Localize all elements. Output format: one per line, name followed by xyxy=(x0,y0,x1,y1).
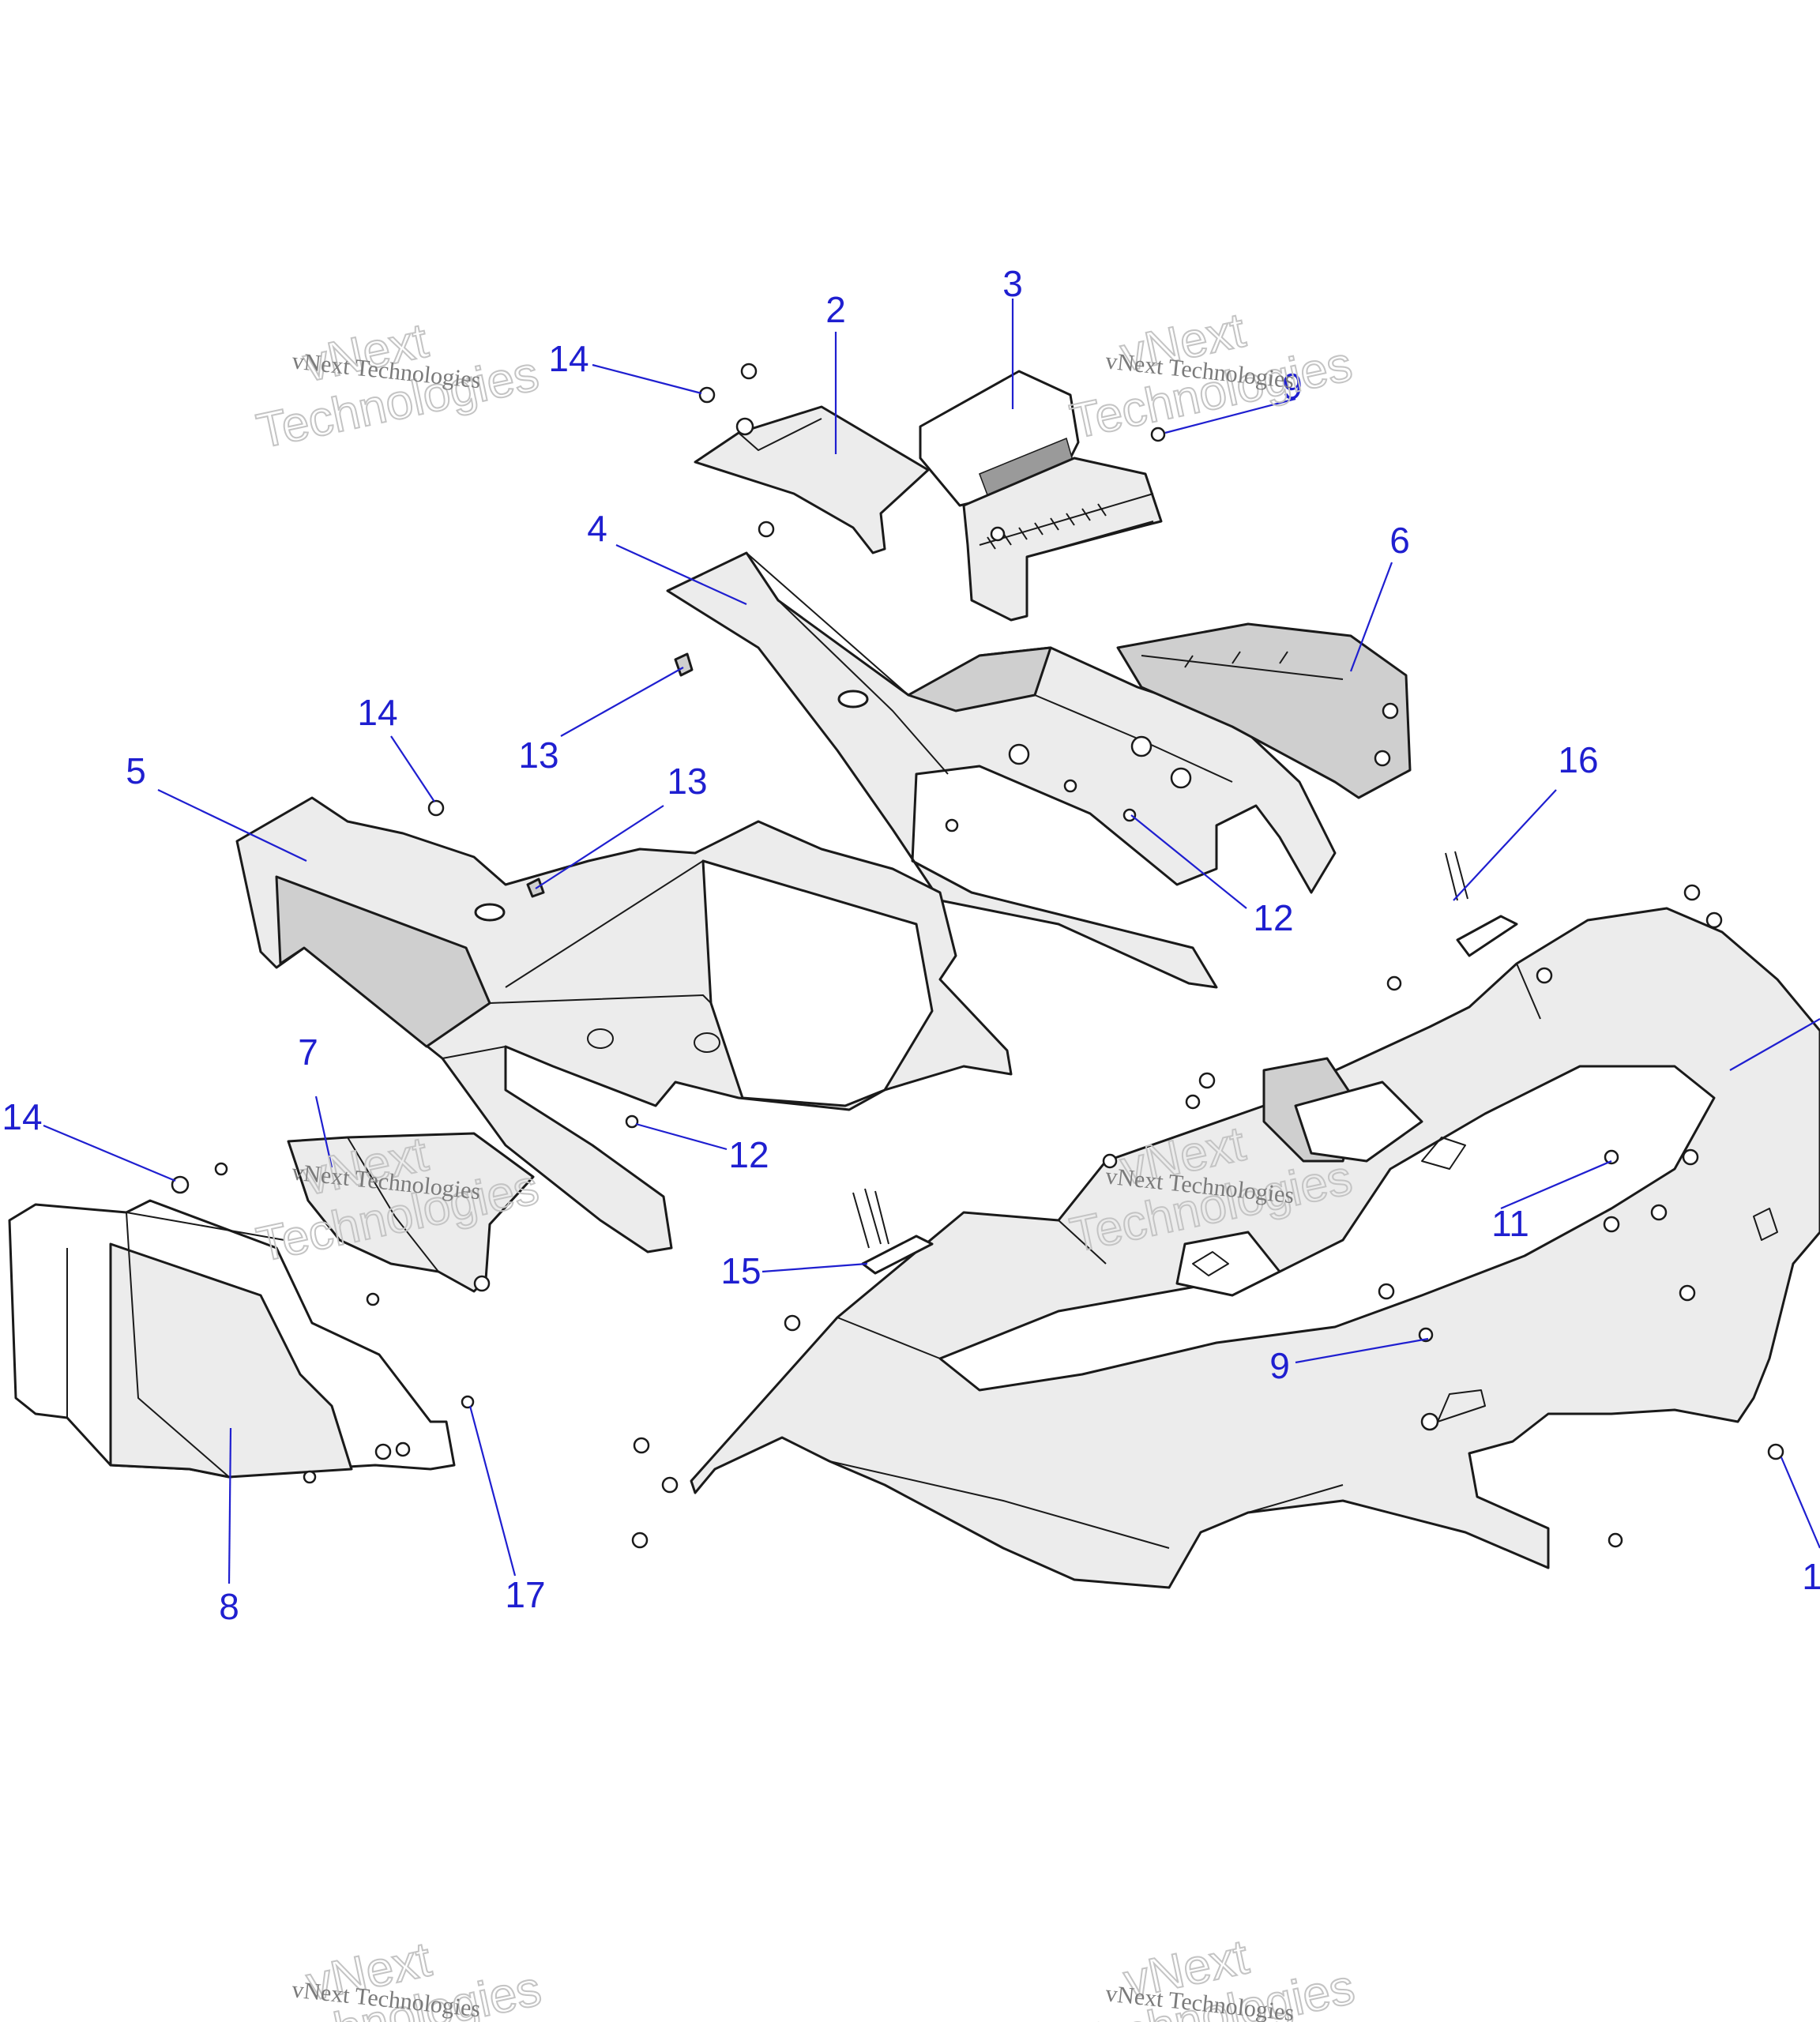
part-5-front-hood[interactable] xyxy=(235,796,1013,1253)
leader-14a xyxy=(592,363,702,395)
screw[interactable] xyxy=(1063,779,1077,793)
callout-3: 3 xyxy=(1002,263,1023,304)
push-rivet[interactable] xyxy=(633,1437,650,1454)
leader-lines xyxy=(43,299,1820,1584)
leader-12b xyxy=(635,1122,728,1151)
leader-6 xyxy=(1349,562,1393,672)
screw[interactable] xyxy=(945,818,959,832)
leader-13b xyxy=(535,805,664,889)
callout-12a: 12 xyxy=(1253,897,1293,938)
part-7-left-side-panel[interactable] xyxy=(287,1132,535,1293)
screw[interactable] xyxy=(1767,1443,1784,1460)
push-rivet[interactable] xyxy=(427,799,445,817)
screw[interactable] xyxy=(214,1162,228,1176)
callout-6: 6 xyxy=(1389,520,1410,561)
callout-labels: 2 3 4 5 6 7 8 9 9 11 12 12 13 13 14 14 1… xyxy=(2,263,1820,1627)
screw[interactable] xyxy=(1378,1283,1395,1300)
screw[interactable] xyxy=(1386,975,1402,991)
callout-4: 4 xyxy=(587,508,607,549)
callout-7: 7 xyxy=(298,1032,318,1073)
callout-14c: 14 xyxy=(2,1096,42,1137)
callout-13a: 13 xyxy=(518,735,558,776)
push-rivet[interactable] xyxy=(1683,884,1701,901)
screw[interactable] xyxy=(1604,1149,1619,1165)
push-rivet[interactable] xyxy=(1198,1072,1216,1089)
screw[interactable] xyxy=(1418,1327,1434,1343)
push-rivet[interactable] xyxy=(631,1532,649,1549)
callout-2: 2 xyxy=(825,289,846,330)
push-rivet[interactable] xyxy=(698,386,716,404)
part-3-console-box[interactable] xyxy=(919,370,1163,622)
push-rivet[interactable] xyxy=(171,1175,190,1194)
leader-17 xyxy=(468,1405,517,1577)
leader-16 xyxy=(1453,789,1557,901)
push-rivet[interactable] xyxy=(661,1476,679,1494)
screw[interactable] xyxy=(1102,1153,1118,1169)
part-16-clip[interactable] xyxy=(1445,851,1518,957)
leader-12a xyxy=(1130,814,1247,909)
callout-14a: 14 xyxy=(548,338,588,379)
callout-13b: 13 xyxy=(667,761,707,802)
part-6-side-panel[interactable] xyxy=(1116,622,1412,799)
screw[interactable] xyxy=(303,1470,317,1484)
fasteners xyxy=(171,363,1784,1549)
callout-1b: 1 xyxy=(1802,1556,1820,1597)
callout-11: 11 xyxy=(1491,1203,1529,1244)
part-15-clip[interactable] xyxy=(852,1188,934,1275)
leader-13a xyxy=(560,667,684,737)
part-1-main-body[interactable] xyxy=(690,907,1820,1589)
push-rivet[interactable] xyxy=(740,363,758,380)
screw[interactable] xyxy=(1185,1094,1201,1110)
speed-nut[interactable] xyxy=(674,652,694,677)
screw[interactable] xyxy=(625,1114,639,1129)
callout-9a: 9 xyxy=(1282,366,1303,407)
push-rivet[interactable] xyxy=(1705,911,1723,929)
part-8-left-footwell[interactable] xyxy=(8,1199,456,1479)
callout-17: 17 xyxy=(505,1574,545,1615)
screw[interactable] xyxy=(1608,1532,1623,1548)
part-2-cover-panel[interactable] xyxy=(694,405,930,554)
callout-16: 16 xyxy=(1558,739,1598,780)
callout-14b: 14 xyxy=(357,692,397,733)
screw[interactable] xyxy=(1122,808,1137,822)
callout-8: 8 xyxy=(219,1586,239,1627)
leader-11 xyxy=(1500,1159,1612,1210)
push-rivet[interactable] xyxy=(784,1314,801,1332)
leader-1a xyxy=(1729,1018,1820,1071)
callout-9b: 9 xyxy=(1269,1345,1290,1386)
leader-14b xyxy=(390,735,435,802)
screw[interactable] xyxy=(366,1292,380,1306)
part-4-center-body[interactable] xyxy=(666,551,1337,989)
leader-14c xyxy=(43,1124,176,1182)
callout-12b: 12 xyxy=(728,1134,769,1175)
screw[interactable] xyxy=(1150,427,1166,442)
leader-9a xyxy=(1164,397,1296,434)
leader-5 xyxy=(157,789,307,862)
leader-4 xyxy=(615,543,747,606)
leader-15 xyxy=(761,1262,868,1273)
screw[interactable] xyxy=(461,1395,475,1409)
callout-5: 5 xyxy=(126,750,146,791)
push-rivet[interactable] xyxy=(758,521,775,538)
leader-7 xyxy=(314,1096,333,1168)
leader-8 xyxy=(228,1427,232,1584)
callout-15: 15 xyxy=(720,1250,761,1291)
leader-9b xyxy=(1295,1337,1429,1364)
leader-1b xyxy=(1780,1456,1820,1549)
